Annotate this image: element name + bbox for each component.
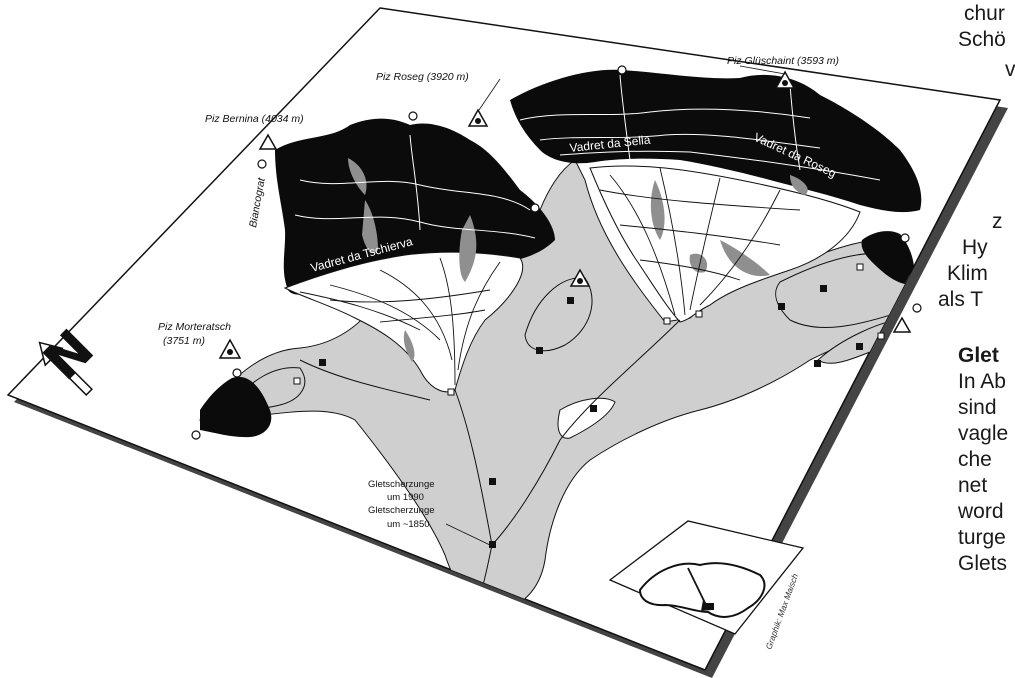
- peak-label-bernina: Piz Bernina (4034 m): [205, 113, 304, 125]
- tongue-label-1850-line1: Gletscherzunge: [368, 505, 435, 516]
- peak-label-roseg: Piz Roseg (3920 m): [376, 71, 469, 83]
- moraine-sella: [650, 180, 665, 240]
- peak-label-morteratsch: Piz Morteratsch: [158, 321, 231, 333]
- side-text-als-t: als T: [938, 288, 984, 311]
- moraine-rock-right: [790, 175, 808, 195]
- rock-mass-tschierva: [275, 118, 555, 295]
- peak-leaders: [478, 65, 786, 111]
- rock-mass-sella-roseg: [510, 69, 922, 213]
- side-text-vagle: vagle: [958, 422, 1009, 445]
- rock-mass-right-cap: [861, 231, 915, 285]
- peak-dots: [227, 80, 788, 355]
- side-text-v: v: [1005, 58, 1015, 81]
- tongue-label-1990-line1: Gletscherzunge: [368, 479, 435, 490]
- moraine-rock-left: [348, 158, 367, 195]
- side-text-word: word: [958, 500, 1004, 523]
- glacier-flow-lines: [299, 167, 801, 386]
- tongue-squares: [319, 285, 863, 548]
- side-text-chur: chur: [964, 2, 1005, 25]
- side-text-z: z: [992, 210, 1003, 233]
- moraine-left: [362, 200, 378, 254]
- tongue-label-1850-line2: um ~1850: [387, 519, 430, 530]
- rock-mass-morteratsch: [200, 376, 272, 438]
- moraine-mid: [403, 330, 415, 362]
- side-text-heading-glet: Glet: [958, 344, 999, 367]
- tongue-leaders: [445, 523, 491, 546]
- inset-map: [608, 520, 805, 635]
- peak-label-morteratsch-altitude: (3751 m): [163, 335, 205, 347]
- moraine-roseg-2: [720, 240, 770, 277]
- peak-label-glueschaint: Piz Glüschaint (3593 m): [727, 55, 839, 67]
- side-text-che: che: [958, 448, 992, 471]
- side-text-glets: Glets: [958, 552, 1008, 575]
- side-text-turge: turge: [958, 526, 1006, 549]
- tongue-label-1990-line2: um 1990: [387, 492, 424, 503]
- contour-lines: [294, 74, 881, 239]
- peak-bernina-triangle: [258, 133, 278, 150]
- side-text-net: net: [958, 474, 988, 497]
- side-text-schoe: Schö: [958, 28, 1006, 51]
- side-text-hy: Hy: [962, 236, 988, 259]
- moraine-roseg: [689, 253, 708, 273]
- north-arrow: [38, 341, 93, 396]
- side-text-klim: Klim: [947, 262, 988, 285]
- peak-right-triangle: [892, 316, 912, 333]
- tongue-squares-white: [293, 263, 885, 396]
- side-text-in-ab: In Ab: [958, 370, 1006, 393]
- side-text-sind: sind: [958, 396, 997, 419]
- moraine-tschierva: [459, 215, 477, 282]
- glacier-tongue-1850: [557, 397, 616, 439]
- summit-circles: [191, 65, 922, 440]
